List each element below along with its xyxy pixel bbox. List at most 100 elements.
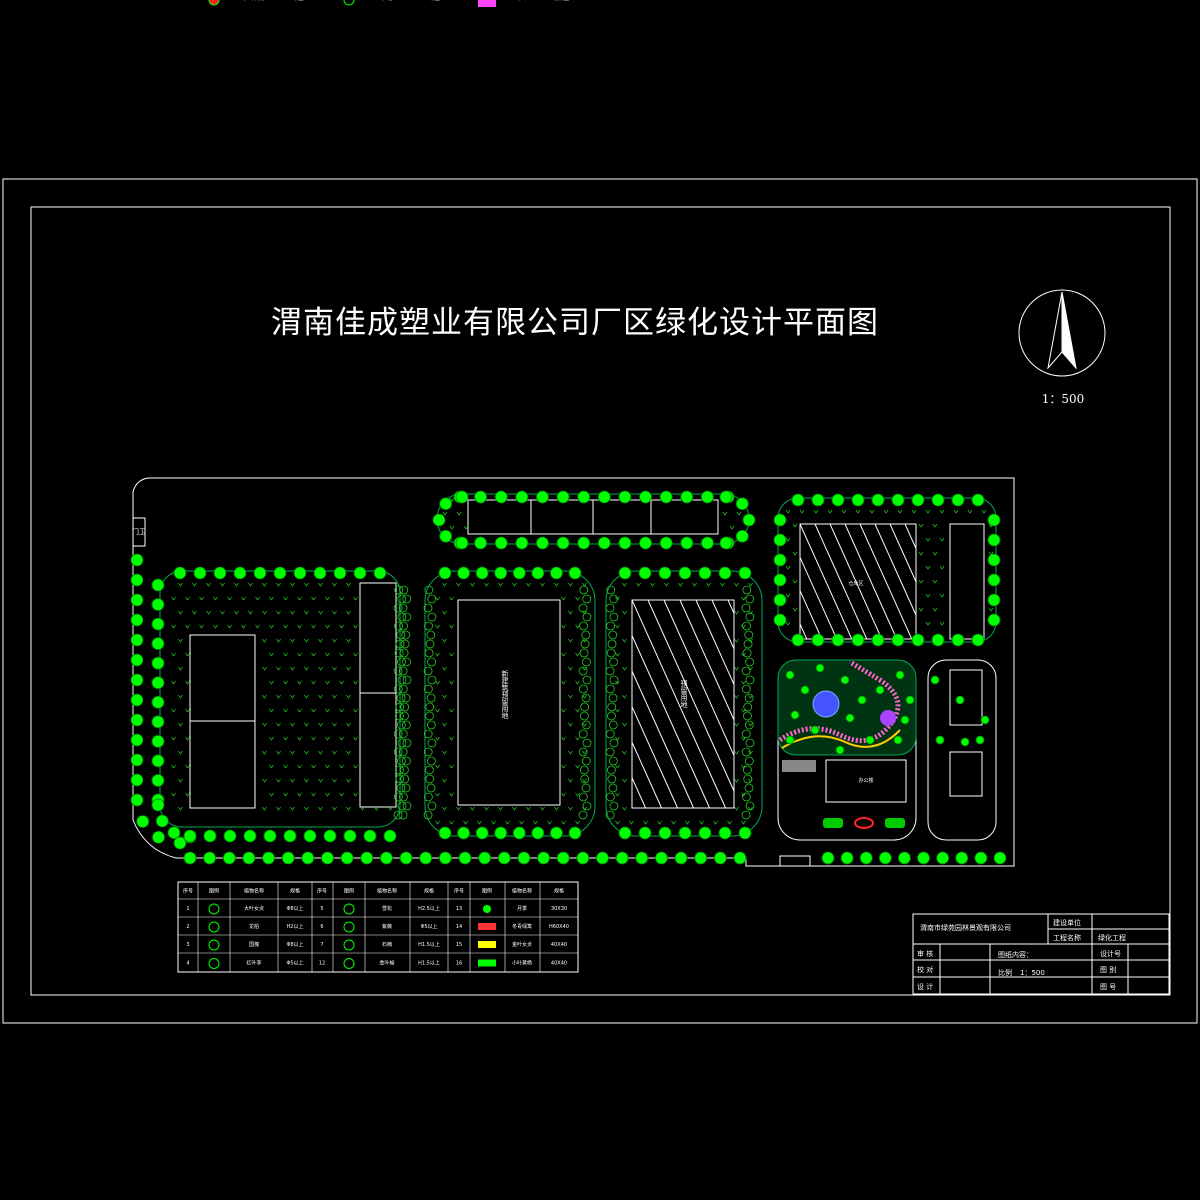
block-garden: 办公楼 [777, 659, 917, 841]
tree-icon [568, 566, 582, 580]
tree-icon [718, 566, 732, 580]
tree-icon [773, 573, 787, 587]
legend-cell: 1 [186, 906, 189, 912]
tree-icon [130, 553, 144, 567]
tb-number: 图 号 [1100, 983, 1116, 991]
tree-icon [283, 829, 297, 843]
tree-icon [810, 725, 820, 735]
tree-icon [659, 490, 673, 504]
tree-icon [871, 633, 885, 647]
tree-icon [576, 851, 590, 865]
tree-icon [655, 851, 668, 865]
tree-icon [577, 536, 591, 550]
tb-check: 校 对 [917, 965, 933, 974]
tree-icon [618, 536, 632, 550]
tree-icon [438, 851, 452, 865]
tree-icon [556, 851, 570, 865]
tree-icon [635, 851, 649, 865]
tree-icon [458, 851, 472, 865]
tree-icon [550, 566, 563, 580]
tree-icon [380, 851, 393, 865]
tree-icon [680, 536, 694, 550]
tree-icon [980, 715, 990, 725]
tree-icon [713, 851, 727, 865]
tree-icon [253, 566, 267, 580]
tree-icon [478, 851, 492, 865]
tree-icon [700, 536, 714, 550]
tree-icon [700, 490, 714, 504]
tree-icon [871, 493, 885, 507]
tree-icon [931, 633, 945, 647]
tree-icon [223, 829, 237, 843]
tree-icon [851, 633, 865, 647]
legend-cell: 7 [320, 942, 323, 948]
tree-icon [531, 566, 545, 580]
tree-icon [360, 851, 374, 865]
tree-icon [455, 536, 469, 550]
tree-icon [618, 566, 632, 580]
tree-icon [281, 851, 295, 865]
tree-icon [136, 815, 150, 828]
tree-icon [719, 536, 733, 550]
legend-cell: 5 [320, 906, 323, 912]
legend-symbol-icon [343, 0, 355, 6]
tree-icon [439, 497, 453, 511]
tb-project-label: 建设单位 [1053, 918, 1081, 927]
legend-cell: 雪松 [382, 905, 392, 912]
tb-scale-value: 1：500 [1020, 969, 1045, 977]
tree-icon [151, 754, 165, 768]
tree-layer [130, 490, 1007, 865]
tree-icon [151, 598, 165, 611]
legend-cell: 16 [456, 961, 462, 967]
tree-icon [735, 497, 749, 511]
legend-cell: 植物名称 [377, 888, 397, 895]
tree-icon [438, 566, 452, 580]
tree-icon [556, 490, 570, 504]
legend-cell: 序号 [454, 888, 464, 895]
tree-icon [865, 735, 875, 745]
tree-icon [900, 715, 910, 725]
tree-icon [213, 566, 227, 580]
legend-cell: H2以上 [287, 923, 304, 930]
tree-icon [130, 653, 144, 667]
legend-cell: H1.5以上 [418, 960, 440, 967]
tree-icon [638, 566, 652, 580]
tree-icon [859, 851, 873, 865]
tb-design: 设 计 [917, 982, 933, 991]
tree-icon [905, 695, 915, 705]
tree-icon [273, 566, 287, 580]
tree-icon [151, 637, 165, 651]
legend-symbol-icon [208, 958, 220, 969]
legend-cell: H2.5以上 [418, 905, 440, 912]
legend-cell: 30X30 [551, 906, 567, 912]
tree-icon [742, 513, 756, 527]
legend-cell: 13 [319, 0, 325, 2]
tree-icon [439, 529, 453, 543]
tree-icon [432, 513, 446, 527]
tree-icon [475, 826, 489, 840]
legend-symbol-icon [343, 903, 355, 915]
legend-symbol-icon [343, 939, 355, 951]
tree-icon [343, 829, 357, 843]
tree-icon [993, 851, 1007, 865]
tree-icon [475, 566, 489, 580]
tree-icon [512, 566, 526, 580]
tree-icon [930, 675, 940, 685]
title-block: 渭南市绿苑园林景观有限公司 建设单位 工程名称 绿化工程 图纸内容： 比例 1：… [912, 913, 1170, 995]
legend-cell: 冬青绿篱 [512, 923, 532, 930]
tree-icon [193, 566, 207, 580]
block-east [927, 659, 997, 841]
tree-icon [457, 566, 470, 580]
tree-icon [698, 826, 712, 840]
tree-icon [323, 829, 337, 843]
legend-swatch-icon [478, 959, 496, 967]
tree-icon [597, 536, 611, 550]
tree-icon [987, 593, 1001, 607]
legend-cell: 40X40 [551, 961, 567, 967]
tree-icon [831, 493, 845, 507]
building-b [457, 599, 561, 806]
tree-icon [262, 851, 275, 865]
tree-icon [333, 566, 347, 580]
tree-icon [536, 490, 549, 504]
